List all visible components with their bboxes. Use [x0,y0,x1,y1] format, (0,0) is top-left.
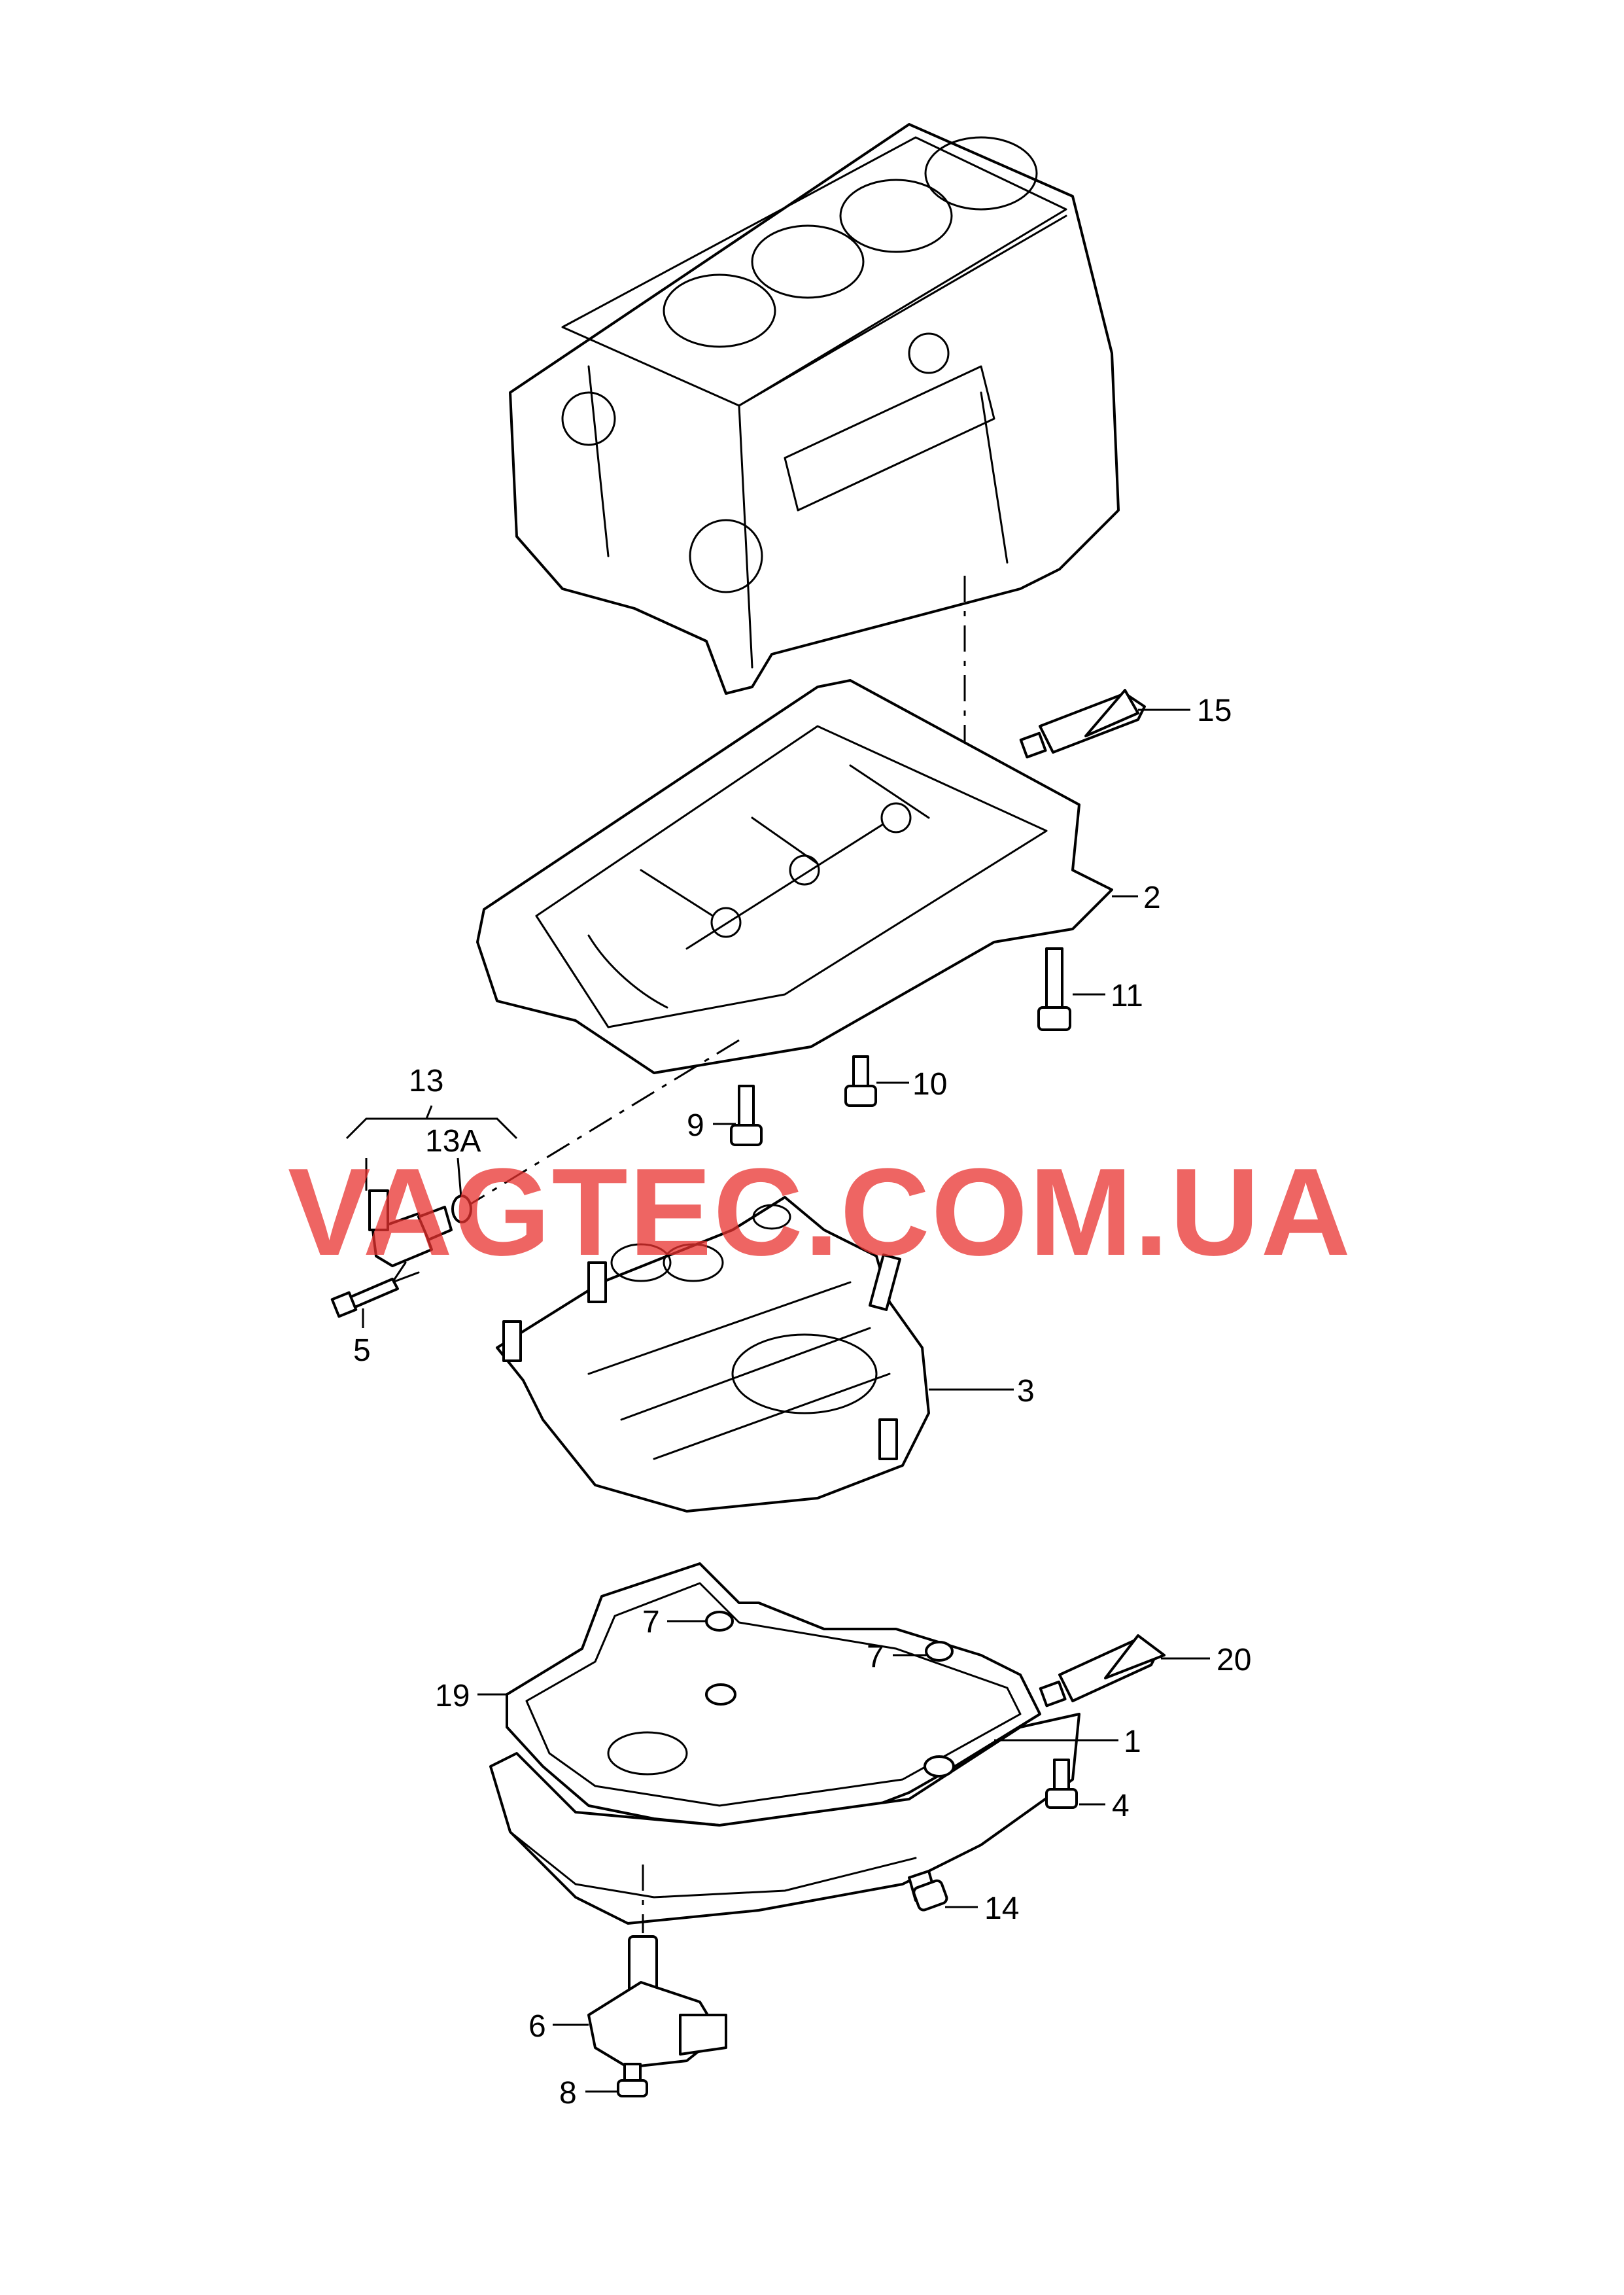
oil-pan-lower [489,1713,1080,1925]
bolt-4 [1045,1759,1078,1809]
sealant-tube-15 [1019,689,1146,759]
engine-block [509,123,1120,695]
label-7b: 7 [867,1639,884,1674]
label-4: 4 [1112,1789,1130,1823]
washer-7b [925,1641,954,1662]
bolt-11 [1037,947,1071,1031]
seal-7b-seat [924,1755,955,1778]
oil-pan-upper [476,679,1113,1074]
watermark: VAGTEC.COM.UA [288,1143,1352,1282]
drain-plug-14 [908,1870,948,1912]
washer-7a [705,1611,734,1632]
label-13a: 13A [425,1124,481,1159]
bolt-5 [330,1278,399,1318]
baffle-plate [496,1196,930,1513]
label-7a: 7 [642,1605,660,1639]
label-1: 1 [1124,1725,1141,1759]
gasket-19 [506,1562,1041,1827]
label-13: 13 [409,1064,443,1098]
label-10: 10 [912,1067,947,1102]
bolt-8 [617,2063,648,2097]
label-15: 15 [1197,693,1232,728]
leader-lines [345,709,1210,2093]
label-9: 9 [687,1108,704,1143]
label-19: 19 [435,1679,470,1713]
label-6: 6 [528,2009,546,2044]
bolt-10 [844,1055,877,1107]
label-14: 14 [984,1891,1019,1926]
bolt-9 [730,1085,763,1146]
label-8: 8 [559,2076,577,2111]
label-11: 11 [1111,979,1143,1013]
oil-pressure-valve-13 [368,1189,453,1284]
label-3: 3 [1017,1374,1035,1409]
label-20: 20 [1217,1643,1251,1677]
label-2: 2 [1143,881,1161,915]
alignment-line [470,1039,740,1205]
seal-7a-seat [705,1683,736,1706]
oil-level-sensor-6 [587,1935,727,2069]
label-5: 5 [353,1333,371,1368]
sealant-tube-20 [1039,1634,1166,1708]
